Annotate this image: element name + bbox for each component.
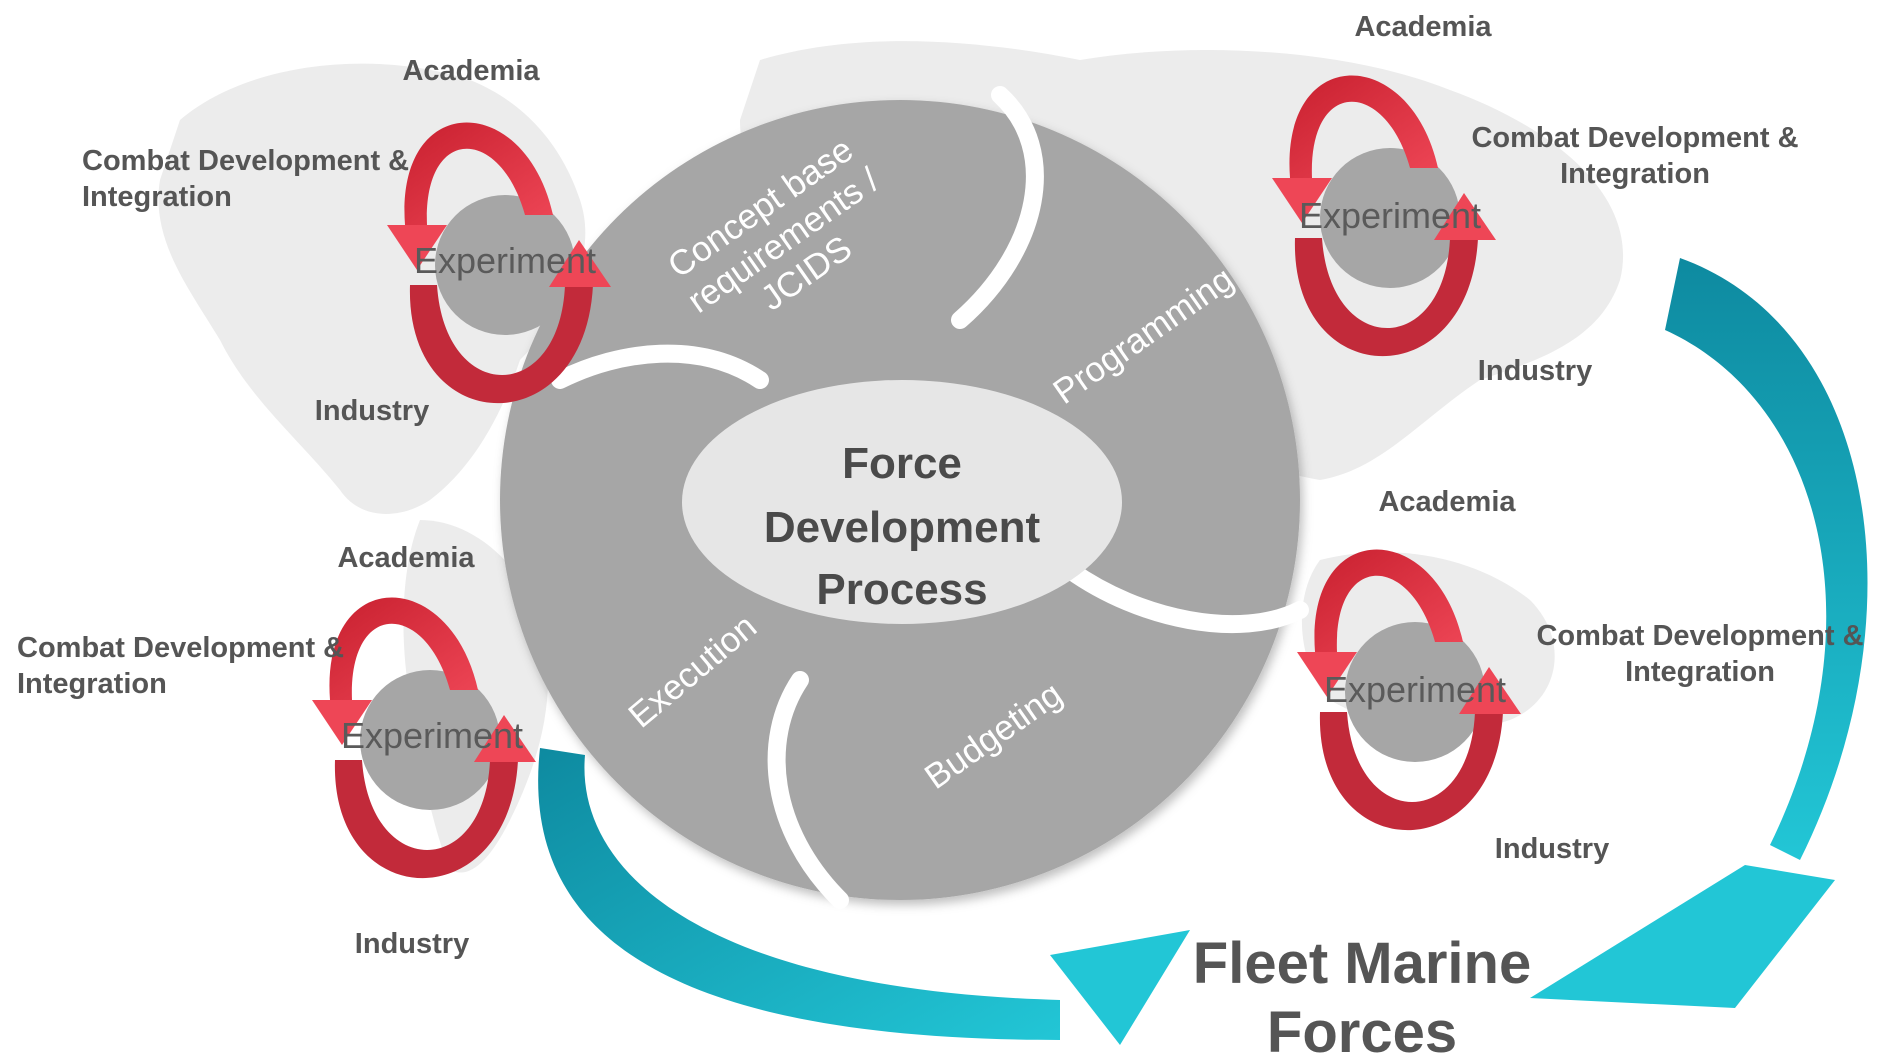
industry-label: Industry <box>355 928 469 960</box>
cycle-arrowhead-bottom <box>474 715 536 762</box>
experiment-label: Experiment <box>1324 669 1506 710</box>
petal-separators <box>551 86 1309 909</box>
academia-label: Academia <box>1378 486 1516 518</box>
industry-label: Industry <box>1495 833 1609 865</box>
cycle-arrow-bottom <box>409 285 593 404</box>
integration-label: Integration <box>1560 158 1710 190</box>
flow-arrow-left-head <box>1050 930 1190 1045</box>
cycle-arrowhead-bottom <box>1434 193 1496 240</box>
experiment-circle <box>435 195 575 335</box>
combat-development-label: Combat Development & <box>82 145 409 177</box>
center-line-3: Process <box>816 565 987 614</box>
academia-label: Academia <box>402 55 540 87</box>
academia-label: Academia <box>1354 11 1492 43</box>
cycle-arrow-bottom <box>1319 712 1503 831</box>
center-title: Force Development Process <box>764 439 1041 614</box>
cycle-arrowhead-top <box>1272 178 1332 223</box>
experiment-circle <box>360 670 500 810</box>
flow-arrow-right <box>1665 258 1868 860</box>
cycle-arrow-top <box>1289 75 1438 178</box>
center-line-2: Development <box>764 503 1041 552</box>
integration-label: Integration <box>82 181 232 213</box>
cycle-arrow-top <box>404 122 553 225</box>
cycle-arrow-bottom <box>334 760 518 879</box>
industry-label: Industry <box>1478 355 1592 387</box>
flow-arrow-left <box>538 748 1060 1040</box>
cycle-arrowhead-bottom <box>1459 667 1521 714</box>
academia-label: Academia <box>337 542 475 574</box>
cycle-arrowhead-bottom <box>549 240 611 287</box>
experiment-circle <box>1320 148 1460 288</box>
cycle-arrowhead-top <box>1297 652 1357 697</box>
experiment-circle <box>1345 622 1485 762</box>
combat-development-label: Combat Development & <box>1471 122 1798 154</box>
flow-arrow-right-head <box>1530 865 1835 1008</box>
experiment-label: Experiment <box>1299 195 1481 236</box>
cycle-arrow-bottom <box>1294 238 1478 357</box>
experiment-label: Experiment <box>341 715 523 756</box>
integration-label: Integration <box>17 668 167 700</box>
center-line-1: Force <box>842 439 962 488</box>
experiment-label: Experiment <box>414 240 596 281</box>
fleet-line-2: Forces <box>1267 1000 1457 1058</box>
industry-label: Industry <box>315 395 429 427</box>
cycle-arrowhead-top <box>312 700 372 745</box>
cycle-arrow-top <box>1314 549 1463 652</box>
integration-label: Integration <box>1625 656 1775 688</box>
combat-development-label: Combat Development & <box>1536 620 1863 652</box>
cycle-arrowhead-top <box>387 225 447 270</box>
fleet-marine-forces: Fleet Marine Forces <box>1193 931 1531 1058</box>
cycle-arrow-top <box>329 597 478 700</box>
center-hub <box>682 380 1122 624</box>
fleet-line-1: Fleet Marine <box>1193 931 1531 996</box>
combat-development-label: Combat Development & <box>17 632 344 664</box>
